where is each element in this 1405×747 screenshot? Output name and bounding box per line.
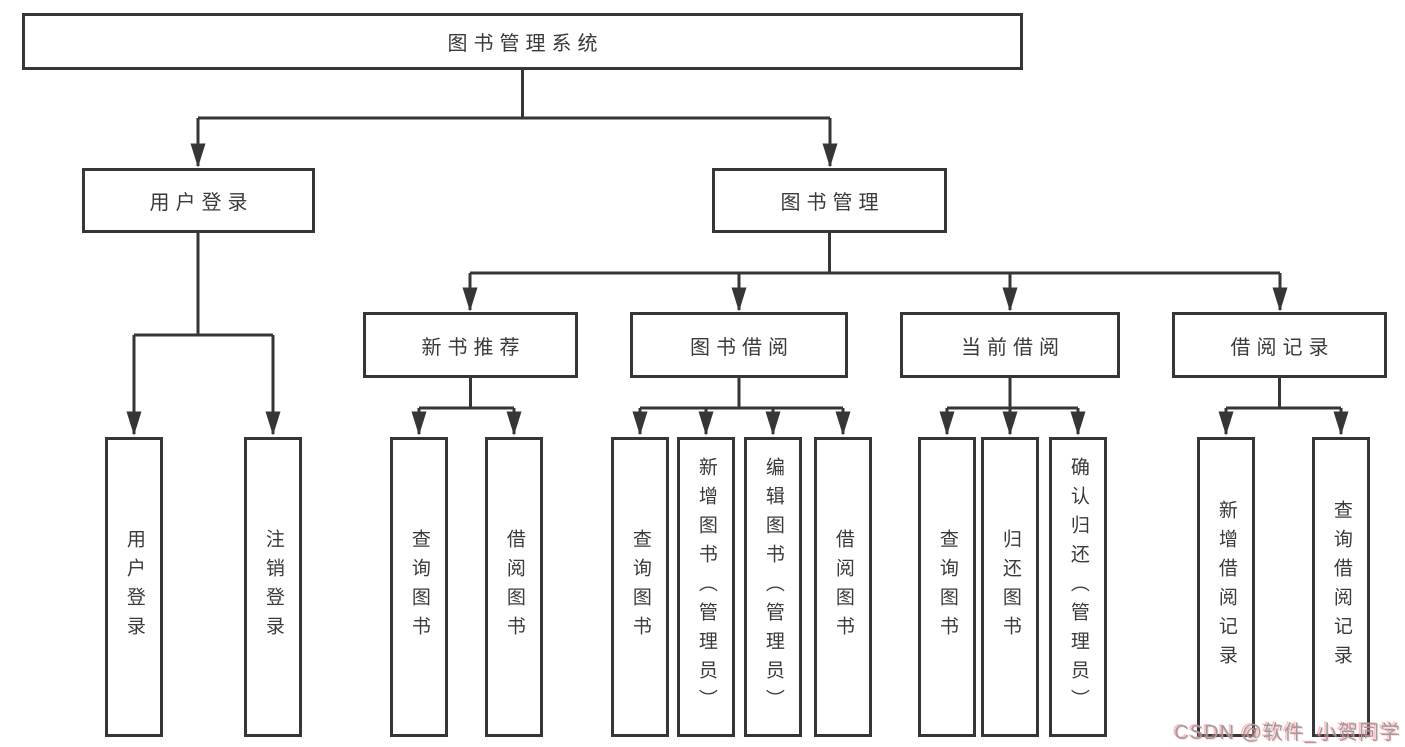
leaf-user-login: 用户登录 (105, 437, 163, 737)
leaf-borrow-borrow-books: 借阅图书 (814, 437, 872, 737)
leaf-current-return-books-label: 归还图书 (999, 529, 1021, 645)
edge-borrow-records-children (1218, 378, 1349, 436)
leaf-newbook-borrow-books: 借阅图书 (485, 437, 543, 737)
node-borrow-records: 借阅记录 (1172, 312, 1387, 378)
leaf-borrow-edit-books-admin: 编辑图书（管理员） (744, 437, 802, 737)
leaf-current-return-books: 归还图书 (981, 437, 1039, 737)
leaf-current-confirm-return-admin: 确认归还（管理员） (1049, 437, 1107, 737)
leaf-logout-label: 注销登录 (262, 529, 284, 645)
edge-current-borrow-children (939, 378, 1086, 436)
leaf-newbook-borrow-books-label: 借阅图书 (503, 529, 525, 645)
leaf-current-query-books: 查询图书 (918, 437, 976, 737)
edge-root-to-level2 (190, 68, 838, 168)
csdn-watermark: CSDN @软件_小贺同学 (1174, 722, 1401, 744)
leaf-newbook-query-books: 查询图书 (390, 437, 448, 737)
edge-user-login-children (126, 233, 281, 436)
node-user-login: 用户登录 (82, 168, 315, 233)
leaf-user-login-label: 用户登录 (123, 529, 145, 645)
leaf-borrow-add-books-admin-label: 新增图书（管理员） (695, 456, 717, 718)
leaf-records-query-record-label: 查询借阅记录 (1330, 500, 1352, 674)
node-root-system: 图书管理系统 (22, 13, 1023, 70)
edge-new-book-children (411, 378, 522, 436)
edge-book-borrow-children (632, 378, 851, 436)
node-book-management: 图书管理 (712, 168, 947, 233)
leaf-current-confirm-return-admin-label: 确认归还（管理员） (1067, 456, 1089, 718)
leaf-borrow-add-books-admin: 新增图书（管理员） (677, 437, 735, 737)
leaf-borrow-query-books-label: 查询图书 (629, 529, 651, 645)
leaf-borrow-query-books: 查询图书 (611, 437, 669, 737)
leaf-records-query-record: 查询借阅记录 (1312, 437, 1370, 737)
edge-book-management-children (462, 233, 1288, 312)
leaf-borrow-edit-books-admin-label: 编辑图书（管理员） (762, 456, 784, 718)
node-book-borrow: 图书借阅 (630, 312, 848, 378)
leaf-borrow-borrow-books-label: 借阅图书 (832, 529, 854, 645)
leaf-current-query-books-label: 查询图书 (936, 529, 958, 645)
leaf-logout: 注销登录 (244, 437, 302, 737)
leaf-records-add-record-label: 新增借阅记录 (1215, 500, 1237, 674)
leaf-newbook-query-books-label: 查询图书 (408, 529, 430, 645)
node-new-book-recommend: 新书推荐 (363, 312, 578, 378)
leaf-records-add-record: 新增借阅记录 (1197, 437, 1255, 737)
node-current-borrow: 当前借阅 (900, 312, 1120, 378)
